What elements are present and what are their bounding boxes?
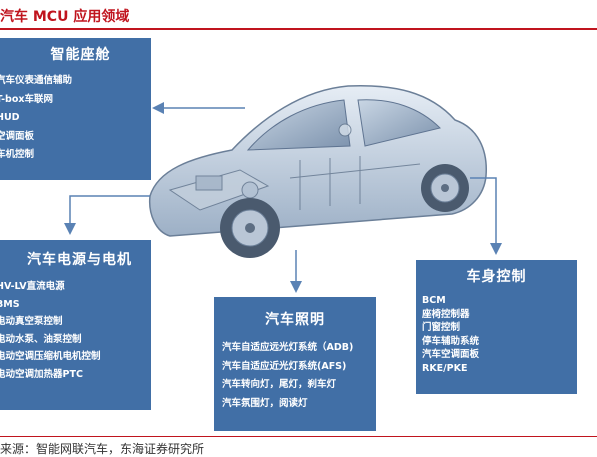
- list-item: HUD: [0, 112, 20, 123]
- lighting-box: 汽车照明 汽车自适应远光灯系统（ADB) 汽车自适应近光灯系统(AFS) 汽车转…: [214, 297, 376, 431]
- source-note: 来源：智能网联汽车，东海证券研究所: [0, 442, 205, 456]
- list-item: 汽车仪表通信辅助: [0, 75, 73, 86]
- list-item: 电动真空泵控制: [0, 316, 63, 327]
- page-title: 汽车 MCU 应用领域: [0, 9, 130, 25]
- list-item: 汽车自适应近光灯系统(AFS): [222, 360, 347, 372]
- list-item: 电动空调压缩机电机控制: [0, 351, 101, 362]
- title-divider: [0, 28, 597, 30]
- list-item: 停车辅助系统: [422, 335, 480, 347]
- rear-wheel: [421, 164, 469, 212]
- list-item: 空调面板: [0, 130, 35, 142]
- list-item: T-box车联网: [0, 93, 53, 105]
- footer-divider: [0, 436, 597, 437]
- power-list: HV-LV直流电源 BMS 电动真空泵控制 电动水泵、油泵控制 电动空调压缩机电…: [0, 278, 151, 383]
- lighting-list: 汽车自适应远光灯系统（ADB) 汽车自适应近光灯系统(AFS) 汽车转向灯，尾灯…: [214, 339, 376, 413]
- list-item: 座椅控制器: [422, 308, 470, 320]
- power-title: 汽车电源与电机: [27, 252, 132, 268]
- body-control-list: BCM 座椅控制器 门窗控制 停车辅助系统 汽车空调面板 RKE/PKE: [416, 294, 577, 375]
- list-item: BMS: [0, 298, 20, 310]
- list-item: 门窗控制: [422, 322, 461, 333]
- list-item: 汽车空调面板: [422, 349, 480, 360]
- arrow-to-body: [470, 177, 502, 255]
- cockpit-box: 智能座舱 汽车仪表通信辅助 T-box车联网 HUD 空调面板 车机控制: [0, 38, 151, 180]
- body-control-title: 车身控制: [466, 269, 527, 285]
- list-item: 汽车转向灯，尾灯，刹车灯: [222, 379, 337, 390]
- arrow-to-power: [64, 195, 150, 235]
- list-item: 汽车氛围灯，阅读灯: [222, 397, 308, 409]
- list-item: BCM: [422, 295, 446, 306]
- list-item: 车机控制: [0, 149, 35, 160]
- front-wheel: [220, 198, 280, 258]
- list-item: 电动空调加热器PTC: [0, 368, 83, 380]
- list-item: 汽车自适应远光灯系统（ADB): [222, 342, 354, 353]
- list-item: RKE/PKE: [422, 362, 468, 374]
- cockpit-list: 汽车仪表通信辅助 T-box车联网 HUD 空调面板 车机控制: [0, 72, 151, 165]
- lighting-title: 汽车照明: [265, 312, 325, 328]
- cockpit-title: 智能座舱: [50, 47, 111, 63]
- list-item: 电动水泵、油泵控制: [0, 333, 82, 345]
- power-box: 汽车电源与电机 HV-LV直流电源 BMS 电动真空泵控制 电动水泵、油泵控制 …: [0, 240, 151, 410]
- body-control-box: 车身控制 BCM 座椅控制器 门窗控制 停车辅助系统 汽车空调面板 RKE/PK…: [416, 260, 577, 394]
- list-item: HV-LV直流电源: [0, 281, 65, 292]
